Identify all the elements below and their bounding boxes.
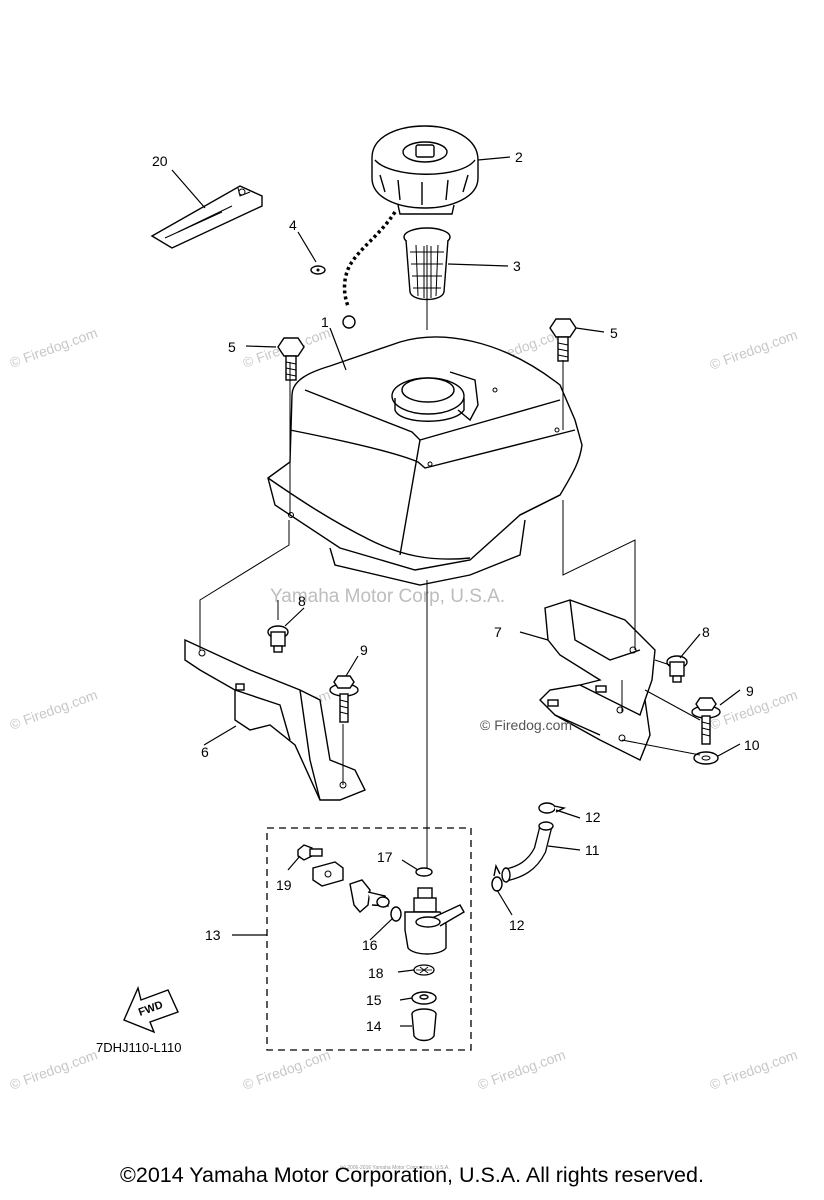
forward-arrow-icon: FWD [123, 985, 179, 1034]
callout-14: 14 [366, 1018, 382, 1034]
watermark-firedog: © Firedog.com [241, 1046, 333, 1093]
part-label-sticker [150, 185, 263, 249]
callout-9-left: 9 [360, 642, 368, 658]
part-fuel-cap [342, 125, 479, 329]
part-bolt-left [277, 337, 305, 381]
part-o-ring [390, 906, 402, 922]
callout-5-left: 5 [228, 339, 236, 355]
tiny-copyright: (c) 2006-2016 Yamaha Motor Corporation, … [340, 1165, 450, 1171]
part-fuel-hose [501, 821, 554, 883]
callout-8-right: 8 [702, 624, 710, 640]
callout-13: 13 [205, 927, 221, 943]
callout-8-left: 8 [298, 593, 306, 609]
part-hose-clamp-top [538, 802, 567, 814]
part-o-ring-small [415, 867, 433, 877]
part-fuel-tank [267, 336, 583, 586]
watermark-firedog: © Firedog.com [8, 324, 100, 371]
callout-18: 18 [368, 965, 384, 981]
callout-19: 19 [276, 877, 292, 893]
watermark-yamaha: Yamaha Motor Corp, U.S.A. [270, 586, 505, 607]
callout-2: 2 [515, 149, 523, 165]
callout-17: 17 [377, 849, 393, 865]
assembly-leaders [199, 245, 701, 868]
callout-numbers: 20 2 3 4 1 5 5 8 9 6 7 8 9 10 12 11 12 1… [152, 149, 760, 1034]
callout-4: 4 [289, 217, 297, 233]
part-fuel-cock-body [404, 887, 465, 955]
callout-7: 7 [494, 624, 502, 640]
callout-5-right: 5 [610, 325, 618, 341]
callout-10: 10 [744, 737, 760, 753]
part-grommet-left [267, 625, 289, 653]
part-flange-bolt-right [691, 697, 721, 745]
callout-3: 3 [513, 258, 521, 274]
watermark-firedog: © Firedog.com [708, 326, 800, 373]
callout-1: 1 [321, 314, 329, 330]
drawing-code: 7DHJ110-L110 [96, 1040, 182, 1055]
part-flange-bolt-left [329, 675, 359, 723]
part-sediment-cup [411, 1008, 437, 1042]
part-flat-washer [693, 751, 719, 765]
watermark-firedog-inline: © Firedog.com [480, 717, 572, 733]
callout-12-top: 12 [585, 809, 601, 825]
part-screw [297, 844, 323, 861]
part-grommet-right [666, 655, 688, 683]
callout-11: 11 [585, 842, 600, 858]
part-hose-clamp-bottom [491, 863, 503, 892]
callout-16: 16 [362, 937, 378, 953]
part-bracket-left [184, 638, 366, 801]
callout-15: 15 [366, 992, 382, 1008]
watermark-firedog: © Firedog.com [8, 1046, 100, 1093]
part-bracket-right [539, 599, 656, 761]
fuel-cock-assembly-box [266, 827, 472, 1051]
watermark-firedog: © Firedog.com [708, 1046, 800, 1093]
callout-leaders [171, 156, 741, 1027]
watermark-firedog: © Firedog.com [476, 1046, 568, 1093]
callout-20: 20 [152, 153, 168, 169]
callout-12-bottom: 12 [509, 917, 525, 933]
copyright-footer: ©2014 Yamaha Motor Corporation, U.S.A. A… [120, 1163, 704, 1187]
callout-6: 6 [201, 744, 209, 760]
part-plate [312, 861, 344, 887]
watermark-firedog: © Firedog.com [8, 686, 100, 733]
part-lever [349, 879, 390, 913]
callout-9-right: 9 [746, 683, 754, 699]
